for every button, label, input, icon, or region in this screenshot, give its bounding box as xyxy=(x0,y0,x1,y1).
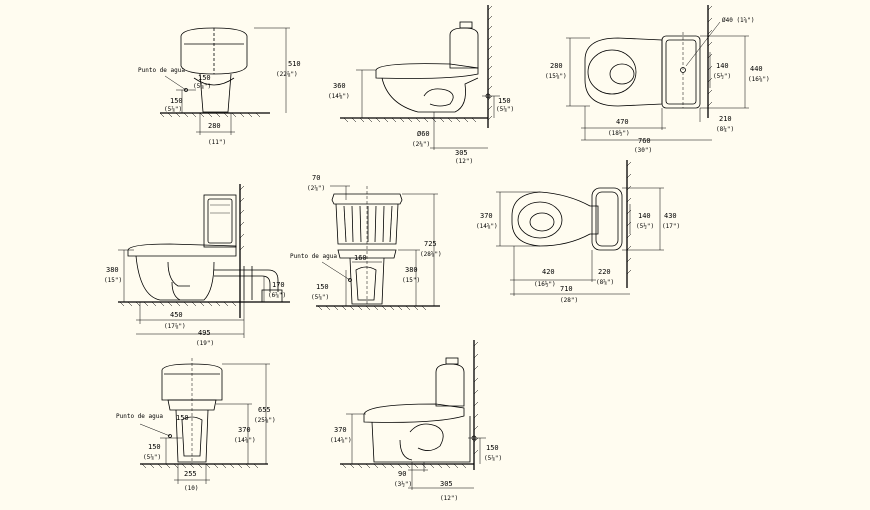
v2-supply: 150 xyxy=(498,97,511,105)
v3-bowl-l: 470 xyxy=(616,118,629,126)
v4-height-in: (15") xyxy=(104,277,122,284)
v8-height-in: (14⅝") xyxy=(330,437,352,444)
v5-height-in: (28⅝") xyxy=(420,251,442,258)
v6-width-in: (14⅝") xyxy=(476,223,498,230)
v8-rough: 305 xyxy=(440,480,453,488)
v5-supply-in: (5⅞") xyxy=(311,294,329,301)
v6-tank-d-in: (5½") xyxy=(636,223,654,230)
v2-rough: 305 xyxy=(455,149,468,157)
v3-width-in: (16⅝") xyxy=(748,76,770,83)
view-front-elevation-5 xyxy=(316,185,440,311)
v5-lid-in: (2⅞") xyxy=(307,185,325,192)
v7-water-label: Punto de agua xyxy=(116,413,163,420)
v7-base-w-in: (10) xyxy=(184,485,198,492)
view-plan-6 xyxy=(496,160,664,296)
v5-supply: 150 xyxy=(316,283,329,291)
v8-supply: 150 xyxy=(486,444,499,452)
v2-height-in: (14⅛") xyxy=(328,93,350,100)
v3-depth: 280 xyxy=(550,62,563,70)
v1-flange: 150 xyxy=(170,97,183,105)
v5-water-label: Punto de agua xyxy=(290,253,337,260)
v3-tank-d: 140 xyxy=(716,62,729,70)
v7-height: 655 xyxy=(258,406,271,414)
v4-bowl-l: 450 xyxy=(170,311,183,319)
v5-tank-sep: 160 xyxy=(354,254,367,262)
v6-tank-d: 140 xyxy=(638,212,651,220)
v1-supply-in: (5⅞") xyxy=(193,83,211,90)
v2-dia-in: (2⅜") xyxy=(412,141,430,148)
v6-bowl-l: 420 xyxy=(542,268,555,276)
v3-tank-w: 210 xyxy=(719,115,732,123)
v3-bowl-l-in: (18½") xyxy=(608,130,630,137)
v4-bowl-l-in: (17⅞") xyxy=(164,323,186,330)
v2-supply-in: (5⅞") xyxy=(496,106,514,113)
view-side-elevation-2 xyxy=(340,5,500,150)
v7-height-in: (25⅝") xyxy=(254,417,276,424)
v7-sep: 150 xyxy=(176,414,189,422)
v7-seat-h: 370 xyxy=(238,426,251,434)
v3-depth-in: (15⅝") xyxy=(545,73,567,80)
v8-supply-in: (5⅞") xyxy=(484,455,502,462)
v1-bowl-w: 280 xyxy=(208,122,221,130)
v1-height-in: (22⅞") xyxy=(276,71,298,78)
v7-base-w: 255 xyxy=(184,470,197,478)
v6-depth-in: (17") xyxy=(662,223,680,230)
v8-dia-in: (3½") xyxy=(394,481,412,488)
v8-dia: 90 xyxy=(398,470,406,478)
v8-rough-in: (12") xyxy=(440,495,458,502)
v6-depth: 430 xyxy=(664,212,677,220)
v7-supply: 150 xyxy=(148,443,161,451)
v6-bowl-l-in: (16½") xyxy=(534,281,556,288)
v6-tank-w-in: (8⅝") xyxy=(596,279,614,286)
v1-water-label: Punto de agua xyxy=(138,67,185,74)
v3-tank-w-in: (8¼") xyxy=(716,126,734,133)
v1-flange-in: (5⅞") xyxy=(164,106,182,113)
v5-seat-h: 380 xyxy=(405,266,418,274)
v4-height: 380 xyxy=(106,266,119,274)
v5-height: 725 xyxy=(424,240,437,248)
v6-width: 370 xyxy=(480,212,493,220)
v2-height: 360 xyxy=(333,82,346,90)
v8-height: 370 xyxy=(334,426,347,434)
v2-dia: Ø60 xyxy=(417,130,430,138)
v3-tank-d-in: (5½") xyxy=(713,73,731,80)
v4-total-l-in: (19") xyxy=(196,340,214,347)
v3-total-l: 760 xyxy=(638,137,651,145)
v1-bowl-w-in: (11") xyxy=(208,139,226,146)
view-plan-3 xyxy=(566,5,749,141)
v4-supply: 170 xyxy=(272,281,285,289)
v7-seat-h-in: (14⅝") xyxy=(234,437,256,444)
v3-hole: Ø40 (1⅝") xyxy=(722,17,755,24)
v5-seat-h-in: (15") xyxy=(402,277,420,284)
v4-supply-in: (6⅝") xyxy=(268,292,286,299)
v6-total-l: 710 xyxy=(560,285,573,293)
view-side-elevation-4 xyxy=(118,184,290,338)
v6-total-l-in: (28") xyxy=(560,297,578,304)
view-side-elevation-8 xyxy=(340,340,486,490)
v6-tank-w: 220 xyxy=(598,268,611,276)
v3-width: 440 xyxy=(750,65,763,73)
v5-lid: 70 xyxy=(312,174,320,182)
v1-height: 510 xyxy=(288,60,301,68)
v3-total-l-in: (30") xyxy=(634,147,652,154)
v2-rough-in: (12") xyxy=(455,158,473,165)
v1-supply: 150 xyxy=(198,74,211,82)
v4-total-l: 495 xyxy=(198,329,211,337)
v7-supply-in: (5⅞") xyxy=(143,454,161,461)
view-front-elevation-7 xyxy=(139,358,270,484)
view-front-elevation-1 xyxy=(159,27,290,135)
